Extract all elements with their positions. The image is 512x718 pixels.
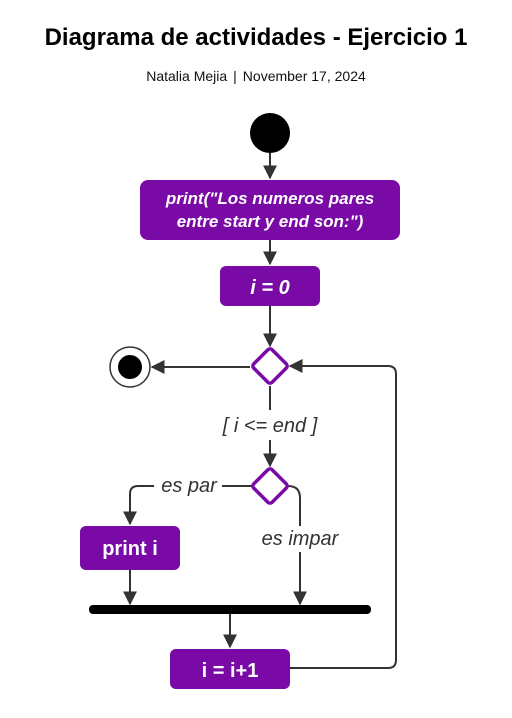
subtitle-separator: | <box>233 68 237 84</box>
diagram-title: Diagrama de actividades - Ejercicio 1 <box>44 24 468 51</box>
action-increment-label: i = i+1 <box>202 660 259 682</box>
join-bar <box>89 605 371 614</box>
action-print-i: print i <box>80 526 180 570</box>
start-node <box>250 113 290 153</box>
edge-parity-to-join-upper <box>287 485 301 526</box>
branch-odd-label: es impar <box>262 528 340 550</box>
loop-decision-diamond <box>251 347 289 385</box>
action-print-header-line2: entre start y end son:") <box>177 212 364 231</box>
branch-even-label: es par <box>161 475 218 497</box>
diagram-date: November 17, 2024 <box>242 68 366 84</box>
action-print-header-line1: print("Los numeros pares <box>165 189 374 208</box>
edges <box>130 153 397 669</box>
loop-condition-label: [ i <= end ] <box>222 415 318 437</box>
action-print-i-label: print i <box>102 538 158 560</box>
action-print-header: print("Los numeros pares entre start y e… <box>140 180 400 240</box>
action-init-label: i = 0 <box>250 277 289 299</box>
action-increment: i = i+1 <box>170 649 290 689</box>
end-node <box>109 346 151 388</box>
diagram-subtitle: Natalia Mejia | November 17, 2024 <box>0 68 512 84</box>
action-init: i = 0 <box>220 266 320 306</box>
edge-parity-to-print-i <box>130 485 252 524</box>
edge-increment-back-to-loop <box>288 359 397 669</box>
author-name: Natalia Mejia <box>146 68 228 84</box>
parity-decision-diamond <box>251 467 289 505</box>
